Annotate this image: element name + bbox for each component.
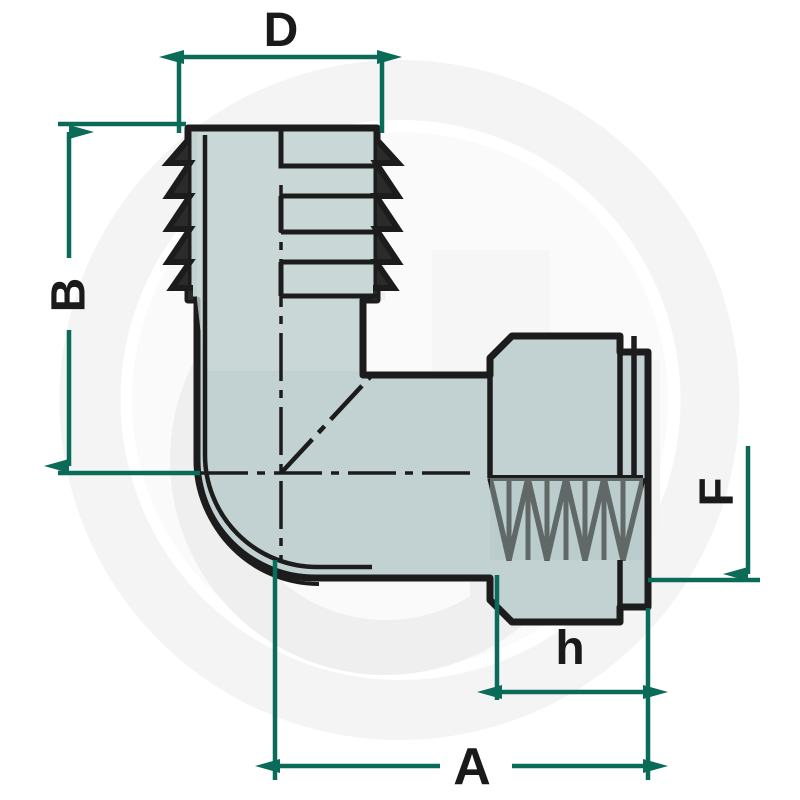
axis-centerline [200,185,470,560]
spigot-barbs-left [161,138,196,300]
dimension-D-label: D [264,4,299,57]
spigot-barbs-right [370,137,405,300]
fitting-body [161,124,652,626]
socket-internal-thread [487,475,646,561]
socket-collar-lines [487,336,637,607]
elbow-miter-line [279,373,374,475]
dimension-F-label: F [691,477,744,506]
dimension-h-label: h [555,622,584,675]
dimension-A-label: A [453,738,491,796]
dimension-h: h [477,575,668,700]
dimension-D: D [159,4,402,133]
dimension-B: B [43,121,200,476]
dimension-A-label-mask [440,738,512,794]
dimension-F: F [648,446,760,583]
dimension-B-label: B [43,278,96,313]
dimension-A: A [255,560,668,796]
